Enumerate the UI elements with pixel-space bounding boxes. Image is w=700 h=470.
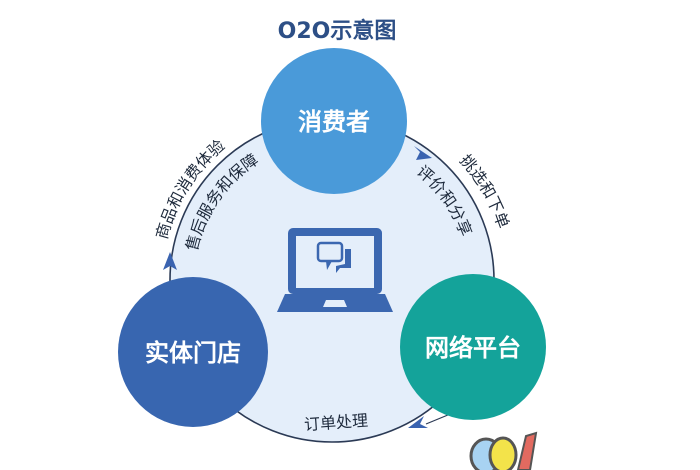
label-bottom: 订单处理 (303, 411, 368, 434)
arrow-up-icon (163, 252, 177, 270)
diagram-title: O2O示意图 (278, 18, 397, 44)
node-consumer-label: 消费者 (298, 108, 370, 136)
brand-logo (469, 431, 538, 470)
laptop-chat-icon (277, 228, 393, 312)
arrow-right-icon (414, 146, 432, 160)
node-store: 实体门店 (118, 277, 268, 427)
arrow-left-icon (408, 416, 428, 428)
node-platform-label: 网络平台 (425, 334, 521, 362)
node-platform: 网络平台 (400, 274, 546, 420)
node-consumer: 消费者 (261, 48, 407, 194)
node-store-label: 实体门店 (145, 339, 241, 367)
